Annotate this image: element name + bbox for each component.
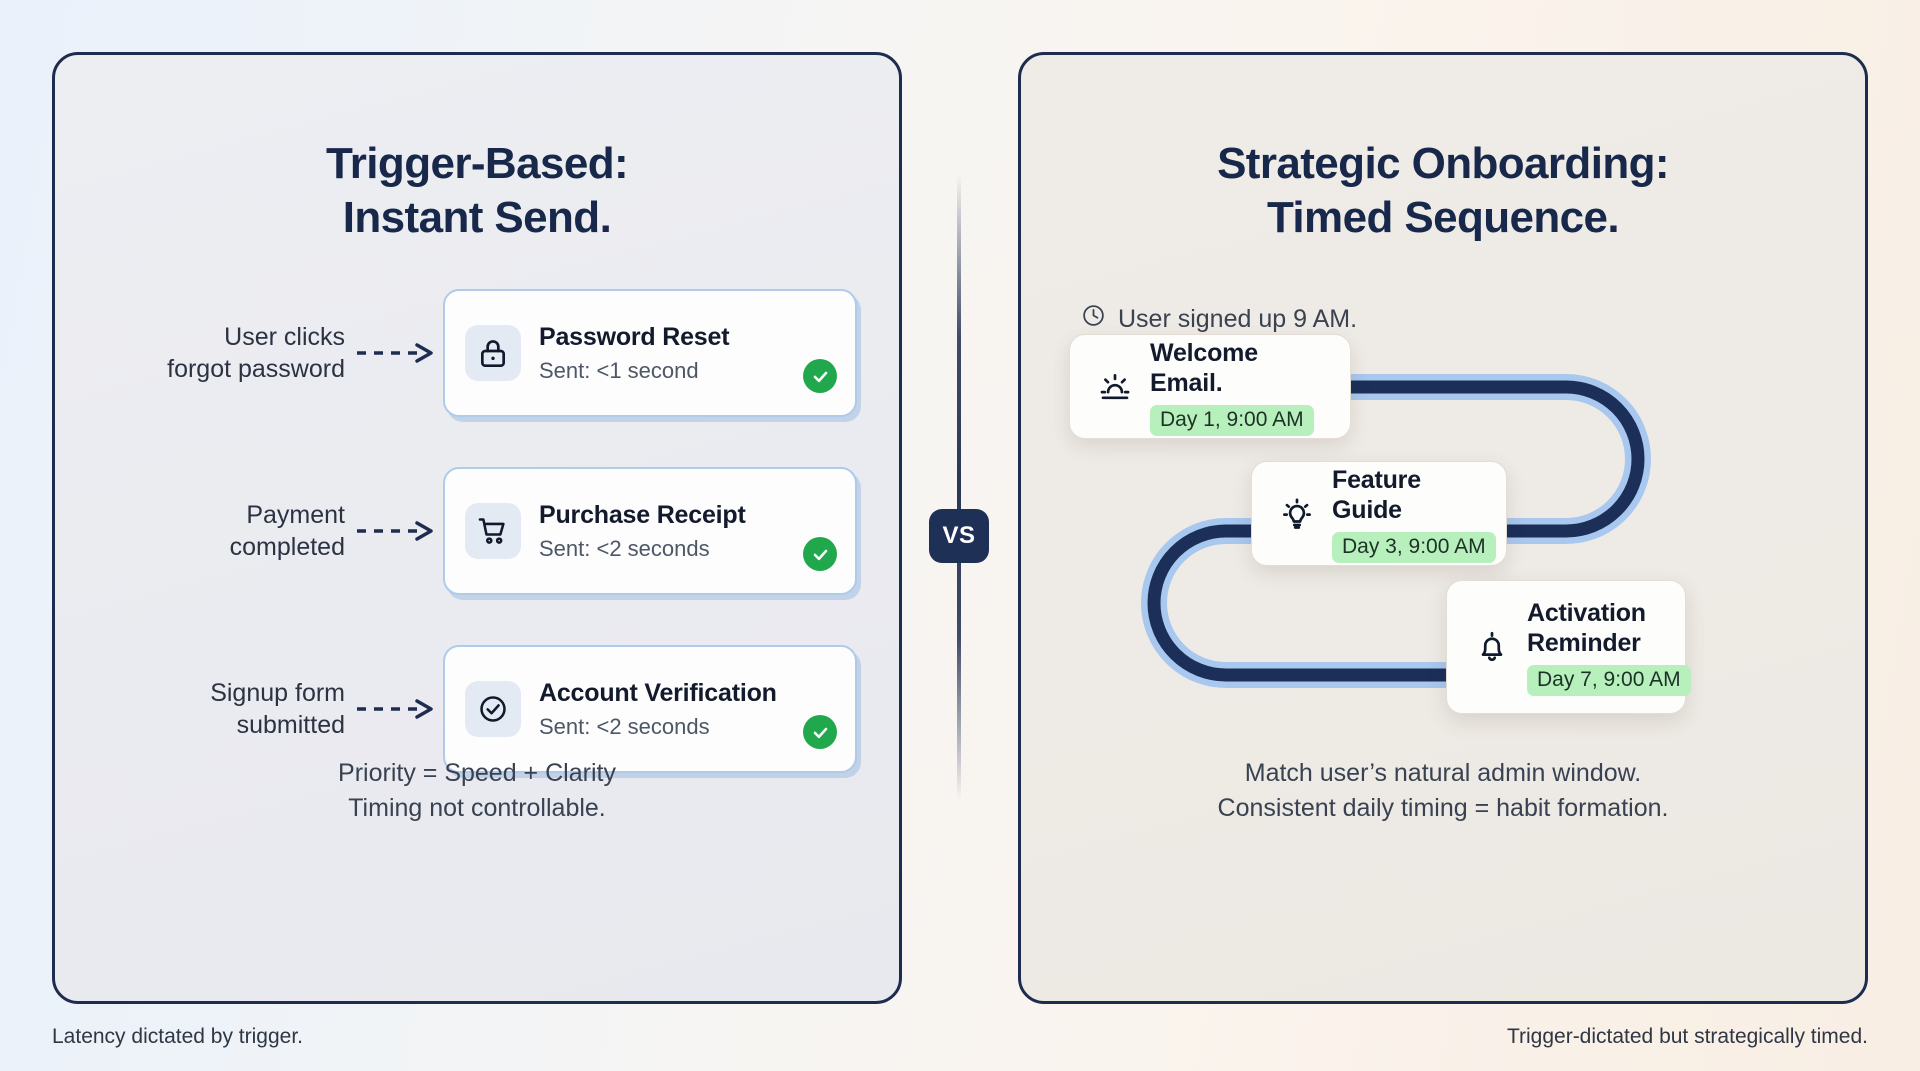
check-circle-icon [465,681,521,737]
sequence-card-body: Feature Guide Day 3, 9:00 AM [1332,465,1496,563]
event-card-title: Account Verification [539,678,777,707]
event-card-title: Purchase Receipt [539,500,746,529]
event-card-title: Password Reset [539,322,730,351]
right-panel-title: Strategic Onboarding: Timed Sequence. [1021,137,1865,244]
trigger-row: Signup form submitted Account Verificat [55,645,899,773]
left-panel-title-line1: Trigger-Based: [325,139,629,188]
left-panel-footnote: Priority = Speed + Clarity Timing not co… [55,756,899,825]
schedule-badge: Day 3, 9:00 AM [1332,531,1496,563]
dashed-arrow-icon [355,338,443,368]
trigger-label: Signup form submitted [55,677,355,741]
schedule-badge: Day 1, 9:00 AM [1150,404,1314,436]
event-card[interactable]: Purchase Receipt Sent: <2 seconds [443,467,857,595]
vs-divider-line [957,175,961,800]
status-badge-check-icon [803,537,837,571]
right-panel-title-line2: Timed Sequence. [1266,192,1620,242]
dashed-arrow-icon [355,516,443,546]
event-card[interactable]: Account Verification Sent: <2 seconds [443,645,857,773]
event-card[interactable]: Password Reset Sent: <1 second [443,289,857,417]
right-footnote-line1: Match user’s natural admin window. [1244,759,1642,787]
bell-icon [1469,629,1515,665]
left-footnote-line1: Priority = Speed + Clarity [338,759,616,787]
sequence-card-body: Activation Reminder Day 7, 9:00 AM [1527,598,1691,696]
event-card-text: Account Verification Sent: <2 seconds [539,678,803,740]
lock-icon [465,325,521,381]
trigger-label: User clicks forgot password [55,321,355,385]
strategic-onboarding-panel: Strategic Onboarding: Timed Sequence. Us… [1018,52,1868,1004]
left-panel-title: Trigger-Based: Instant Send. [55,137,899,244]
schedule-badge: Day 7, 9:00 AM [1527,665,1691,696]
sequence-card[interactable]: Feature Guide Day 3, 9:00 AM [1251,461,1507,566]
sequence-card[interactable]: Activation Reminder Day 7, 9:00 AM [1446,580,1691,714]
sequence-card-title: Welcome Email. [1150,338,1258,397]
trigger-label: Payment completed [55,499,355,563]
trigger-label-line2: forgot password [167,355,345,383]
trigger-row: Payment completed Purchase [55,467,899,595]
trigger-label-line1: Payment [246,501,345,529]
clock-icon [1081,303,1106,335]
right-footnote-line2: Consistent daily timing = habit formatio… [1217,793,1669,822]
right-panel-title-line1: Strategic Onboarding: [1217,139,1669,188]
event-card-text: Password Reset Sent: <1 second [539,322,803,384]
caption-right: Trigger-dictated but strategically timed… [1506,1025,1868,1048]
event-card-status: Sent: <2 seconds [539,536,710,562]
status-badge-check-icon [803,359,837,393]
signup-note-text: User signed up 9 AM. [1118,304,1358,333]
event-card-text: Purchase Receipt Sent: <2 seconds [539,500,803,562]
shopping-cart-icon [465,503,521,559]
sequence-card-title: Activation Reminder [1527,599,1646,657]
trigger-label-line1: User clicks [224,323,345,351]
status-badge-check-icon [803,715,837,749]
trigger-label-line2: submitted [236,711,345,739]
vs-badge: VS [929,509,989,563]
sunrise-icon [1092,369,1138,405]
sequence-card[interactable]: Welcome Email. Day 1, 9:00 AM [1069,334,1351,439]
trigger-row: User clicks forgot password [55,289,899,417]
trigger-based-panel: Trigger-Based: Instant Send. User clicks… [52,52,902,1004]
left-footnote-line2: Timing not controllable. [348,793,606,822]
left-panel-title-line2: Instant Send. [342,192,612,242]
dashed-arrow-icon [355,694,443,724]
caption-left: Latency dictated by trigger. [52,1025,303,1048]
trigger-label-line2: completed [229,533,345,561]
event-card-status: Sent: <1 second [539,358,699,384]
sequence-card-title: Feature Guide [1332,465,1421,524]
trigger-label-line1: Signup form [210,679,345,707]
right-panel-footnote: Match user’s natural admin window. Consi… [1021,756,1865,825]
event-card-status: Sent: <2 seconds [539,714,710,740]
sequence-card-body: Welcome Email. Day 1, 9:00 AM [1150,338,1328,436]
signup-note: User signed up 9 AM. [1081,303,1357,335]
lightbulb-icon [1274,496,1320,532]
